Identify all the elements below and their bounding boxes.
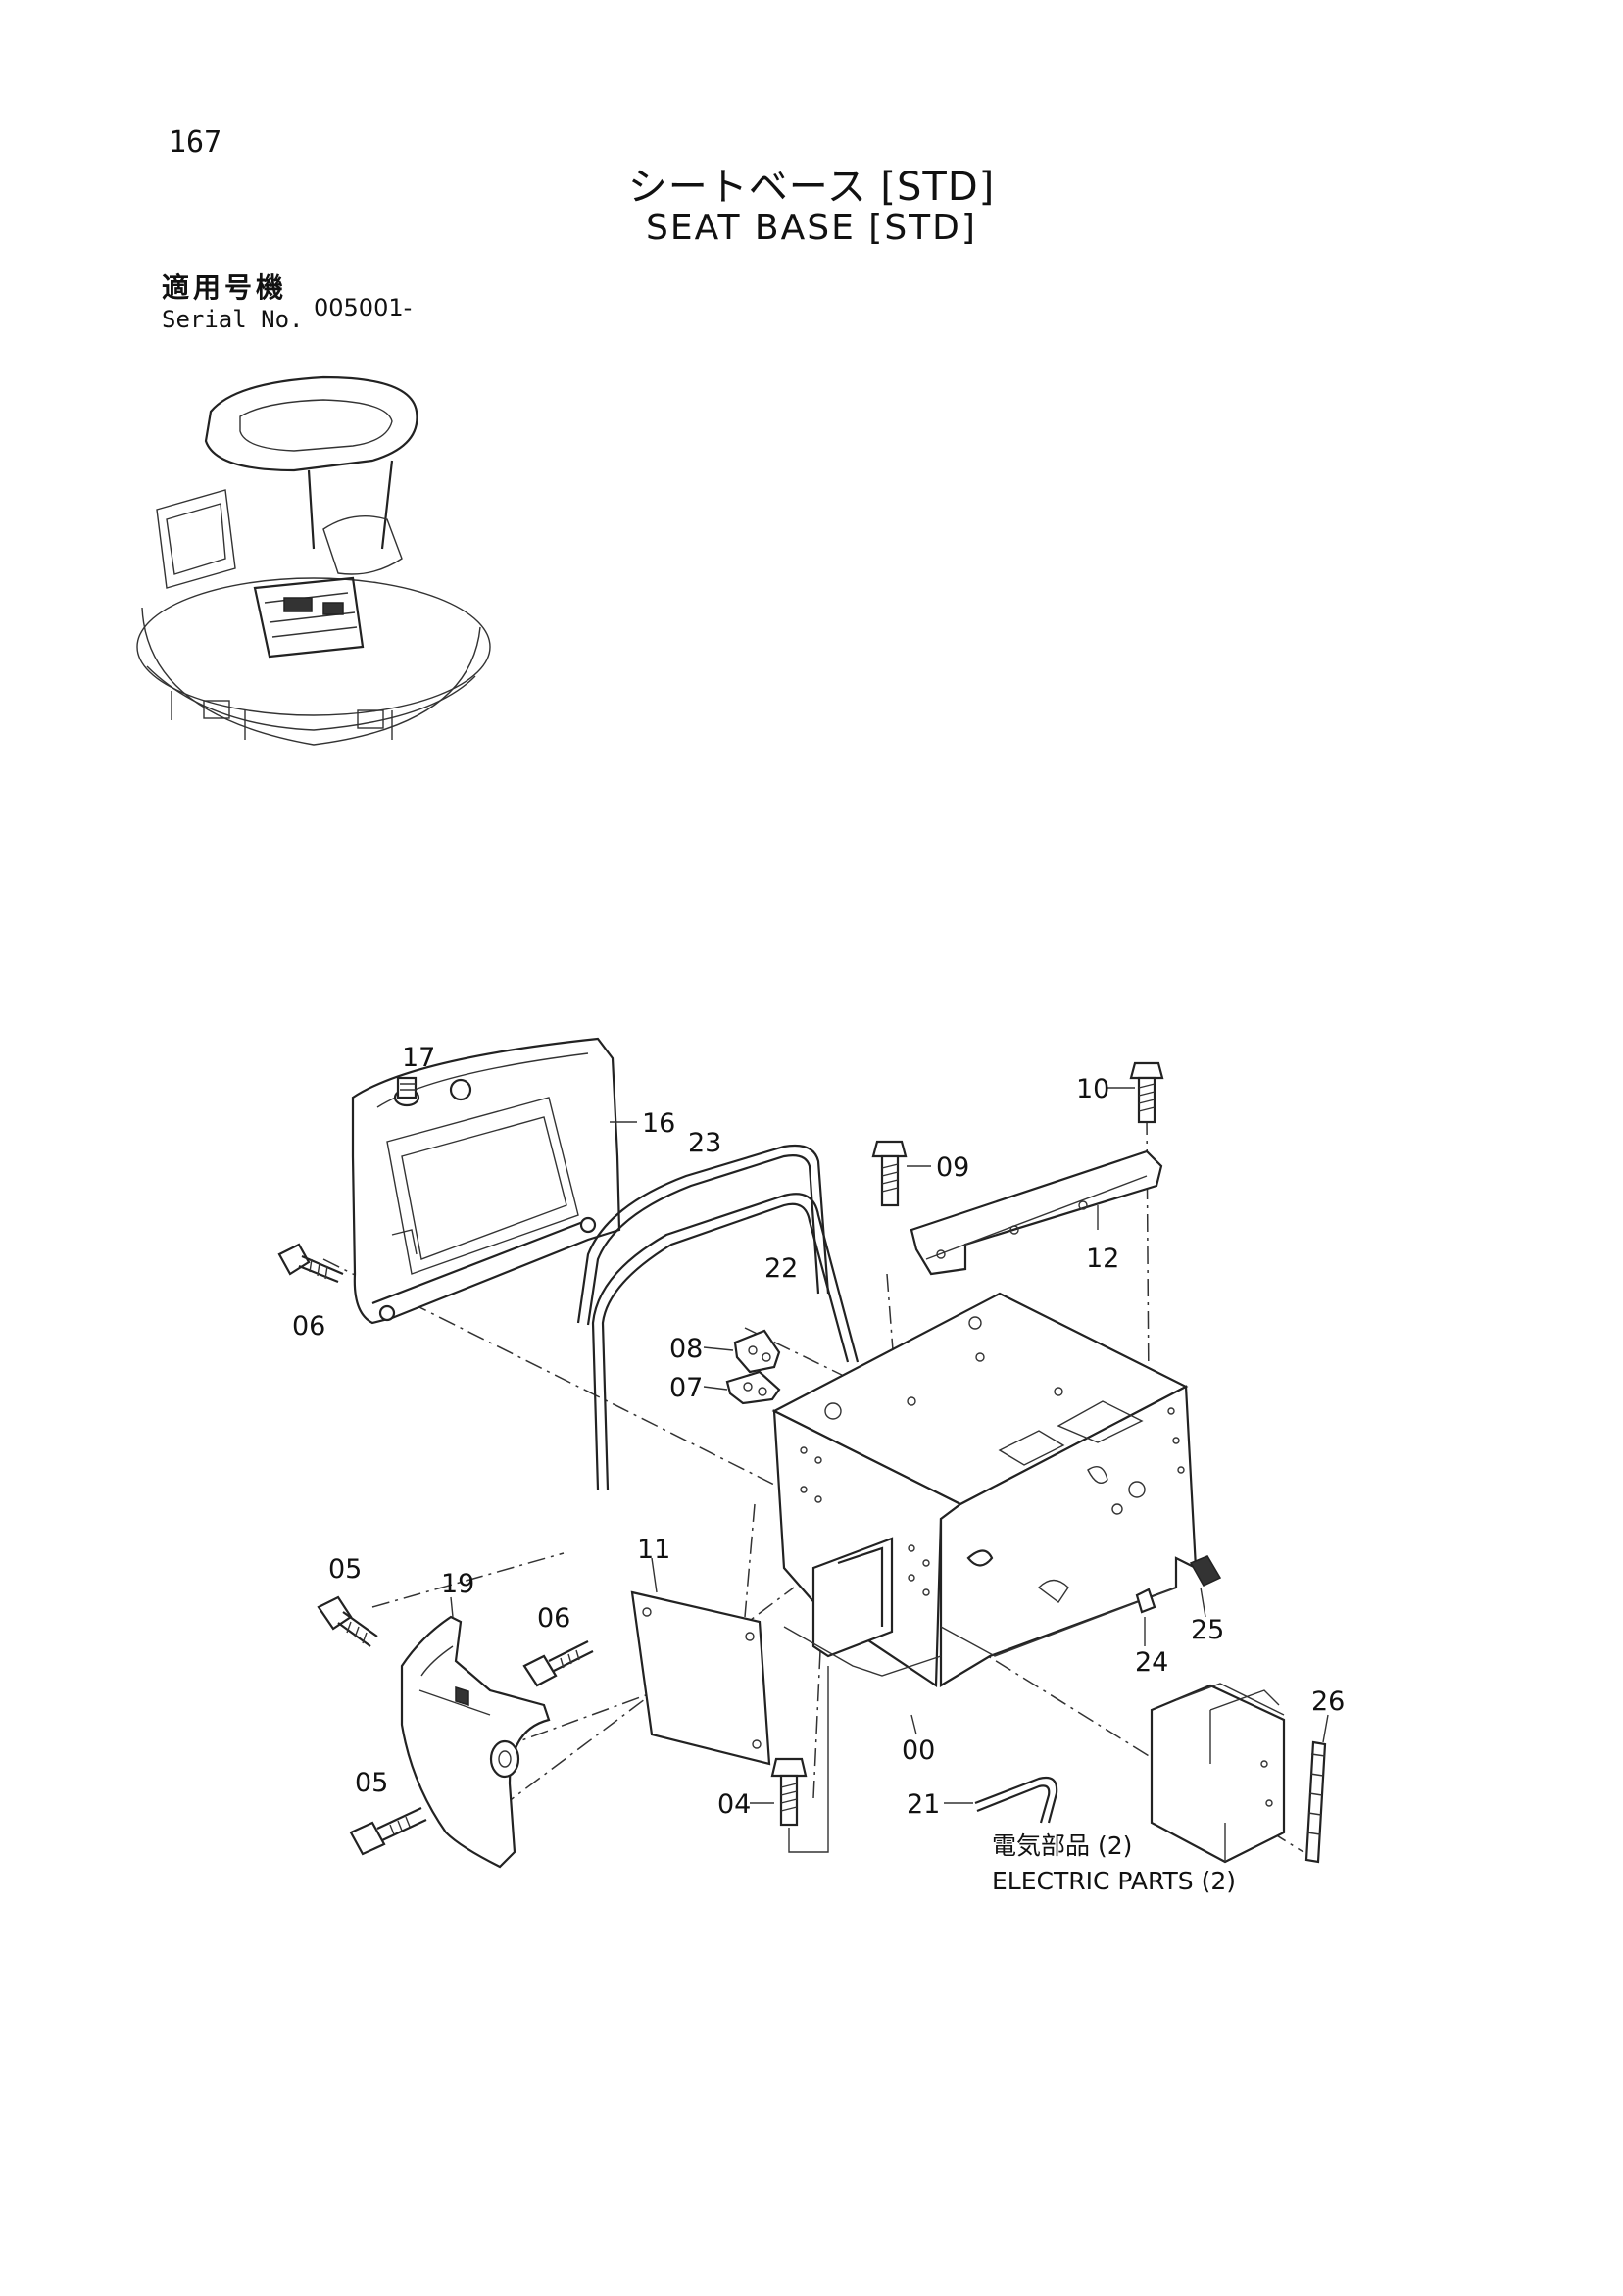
part-10-bolt: [1129, 1061, 1164, 1124]
part-06-bolt-lower: [522, 1640, 594, 1687]
page-title: SEAT BASE [STD]: [646, 208, 977, 248]
page-number: 167: [169, 125, 222, 160]
part-16-cover-panel: [351, 1037, 621, 1325]
callout-25: 25: [1191, 1615, 1224, 1645]
part-12-bracket: [910, 1149, 1163, 1276]
callout-08: 08: [669, 1334, 703, 1364]
callout-17: 17: [402, 1043, 435, 1073]
callout-09: 09: [936, 1152, 969, 1183]
part-25-grommet: [1189, 1555, 1222, 1587]
part-08-clip: [733, 1329, 781, 1374]
part-17-bolt: [393, 1076, 420, 1107]
part-09-bolt: [871, 1140, 908, 1207]
part-06-bolt-upper: [277, 1243, 344, 1284]
callout-21: 21: [907, 1789, 940, 1820]
part-22-seal: [591, 1193, 860, 1490]
callout-24: 24: [1135, 1647, 1168, 1678]
callout-05-upper: 05: [328, 1554, 362, 1585]
part-04-bolt: [770, 1666, 829, 1853]
electric-parts-note-japanese: 電気部品 (2): [992, 1832, 1132, 1860]
callout-11: 11: [637, 1535, 670, 1565]
serial-number-value: 005001-: [314, 294, 413, 321]
part-05-bolt-lower: [349, 1807, 427, 1856]
callout-04: 04: [717, 1789, 751, 1820]
callout-19: 19: [441, 1569, 474, 1599]
part-21-harness: [974, 1776, 1058, 1824]
callout-labels: 17 16 23 22 06 09 10 12 08 07 11 05 19 0…: [292, 1043, 1345, 1820]
callout-16: 16: [642, 1108, 675, 1139]
serial-label: Serial No.: [162, 306, 304, 333]
callout-leaders: [450, 1087, 1329, 1804]
part-11-cover-plate: [630, 1590, 771, 1766]
callout-05-lower: 05: [355, 1768, 388, 1798]
part-19-side-cover: [400, 1615, 551, 1869]
part-00-seat-stand: [771, 1292, 1198, 1688]
callout-22: 22: [764, 1253, 798, 1284]
callout-06-lower: 06: [537, 1603, 570, 1634]
callout-23: 23: [688, 1128, 721, 1158]
electric-parts-note: ELECTRIC PARTS (2): [992, 1867, 1236, 1895]
callout-12: 12: [1086, 1244, 1119, 1274]
machine-thumbnail: [136, 375, 491, 746]
callout-07: 07: [669, 1373, 703, 1403]
serial-label-japanese: 適用号機: [162, 271, 288, 304]
part-07-clip: [725, 1370, 781, 1405]
electric-parts-box: [1150, 1683, 1286, 1864]
callout-10: 10: [1076, 1074, 1109, 1104]
callout-00: 00: [902, 1735, 935, 1766]
callout-26: 26: [1311, 1686, 1345, 1717]
part-05-bolt-upper: [317, 1595, 378, 1647]
part-23-seal: [576, 1144, 830, 1326]
callout-06-upper: 06: [292, 1311, 325, 1342]
part-26-rod: [1304, 1740, 1327, 1864]
page-title-japanese: シートベース [STD]: [627, 165, 996, 210]
part-24-grommet: [1135, 1588, 1156, 1614]
